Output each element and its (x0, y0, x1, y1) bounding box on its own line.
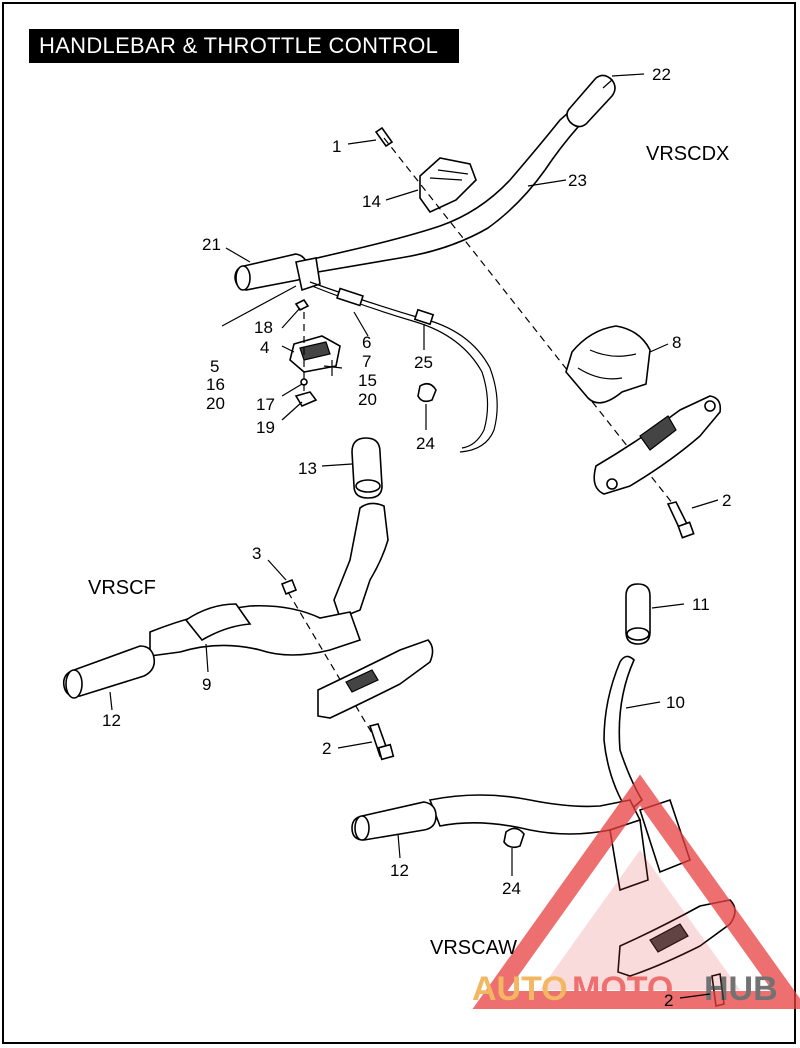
callout-20-throttle: 20 (206, 394, 225, 413)
bolt-1 (374, 126, 394, 148)
bolt-3 (280, 578, 298, 596)
callout-18: 18 (254, 318, 273, 337)
model-label-vrscaw: VRSCAW (430, 937, 517, 959)
grip-22 (566, 74, 616, 128)
callout-21: 21 (202, 235, 221, 254)
vrscdx-assembly (234, 74, 722, 539)
callout-11: 11 (692, 595, 710, 614)
callout-17: 17 (256, 395, 275, 414)
callout-2-vrscdx: 2 (722, 491, 731, 510)
watermark-text-moto: MOTO (572, 970, 673, 1008)
handlebar-vrscf (149, 604, 362, 657)
callout-24-bottom: 24 (502, 879, 521, 898)
watermark-logo: AUTO MOTO HUB (472, 774, 800, 1009)
callout-13: 13 (298, 459, 317, 478)
callout-labels: 1 14 21 22 23 18 4 5 16 20 6 7 15 20 25 … (102, 65, 731, 1010)
callout-25: 25 (414, 353, 433, 372)
vrscaw-assembly (351, 583, 736, 1007)
cable-sleeve (336, 287, 364, 307)
riser-clamp-14 (419, 157, 477, 214)
callout-14: 14 (362, 192, 381, 211)
cable-adjuster-25 (413, 308, 435, 326)
callout-4: 4 (260, 338, 269, 357)
callout-19: 19 (256, 418, 275, 437)
alignment-axis-vrscf (287, 591, 377, 741)
callout-7: 7 (362, 352, 371, 371)
alignment-axis-vrscdx (383, 137, 685, 519)
callout-1: 1 (332, 137, 341, 156)
throttle-housing (295, 257, 321, 292)
handlebar-vrscf-riser (333, 502, 389, 620)
grip-12-vrscf (62, 645, 156, 698)
model-label-vrscf: VRSCF (88, 577, 156, 599)
model-labels: VRSCDX VRSCF VRSCAW (88, 143, 729, 959)
cable-clip-24a (417, 382, 437, 403)
callout-20-cable: 20 (358, 390, 377, 409)
callout-24-top: 24 (416, 434, 435, 453)
model-label-vrscdx: VRSCDX (646, 143, 729, 165)
vrscf-assembly (62, 437, 434, 761)
riser-left-vrscaw (609, 818, 649, 892)
watermark-text-auto: AUTO (472, 970, 568, 1008)
callout-2-vrscf: 2 (322, 739, 331, 758)
callout-6: 6 (362, 333, 371, 352)
callout-12-vrscaw: 12 (390, 861, 409, 880)
callout-2-vrscaw: 2 (664, 991, 673, 1010)
grip-21-end (235, 265, 251, 291)
handlebar-vrscaw (603, 655, 644, 814)
watermark-text-hub: HUB (704, 970, 778, 1008)
callout-9: 9 (202, 675, 211, 694)
watermark-triangle (472, 774, 800, 1009)
callout-16: 16 (206, 375, 225, 394)
callout-15: 15 (358, 371, 377, 390)
callout-10: 10 (666, 693, 685, 712)
callout-5: 5 (210, 357, 219, 376)
callout-8: 8 (672, 333, 681, 352)
throttle-cable-7 (311, 285, 489, 449)
grip-12-vrscaw (351, 801, 437, 841)
riser-base-detail (639, 415, 677, 451)
callout-23: 23 (568, 171, 587, 190)
callout-22: 22 (652, 65, 671, 84)
callout-12-vrscf: 12 (102, 711, 121, 730)
cable-clip-24b (503, 827, 525, 849)
leader-lines (109, 73, 719, 999)
washer-18 (294, 298, 310, 312)
page-title: HANDLEBAR & THROTTLE CONTROL (29, 29, 459, 63)
throttle-cable-6 (309, 281, 498, 453)
bar-bend-vrscf (184, 603, 252, 642)
riser-cover-8 (565, 325, 651, 404)
callout-3: 3 (252, 544, 261, 563)
